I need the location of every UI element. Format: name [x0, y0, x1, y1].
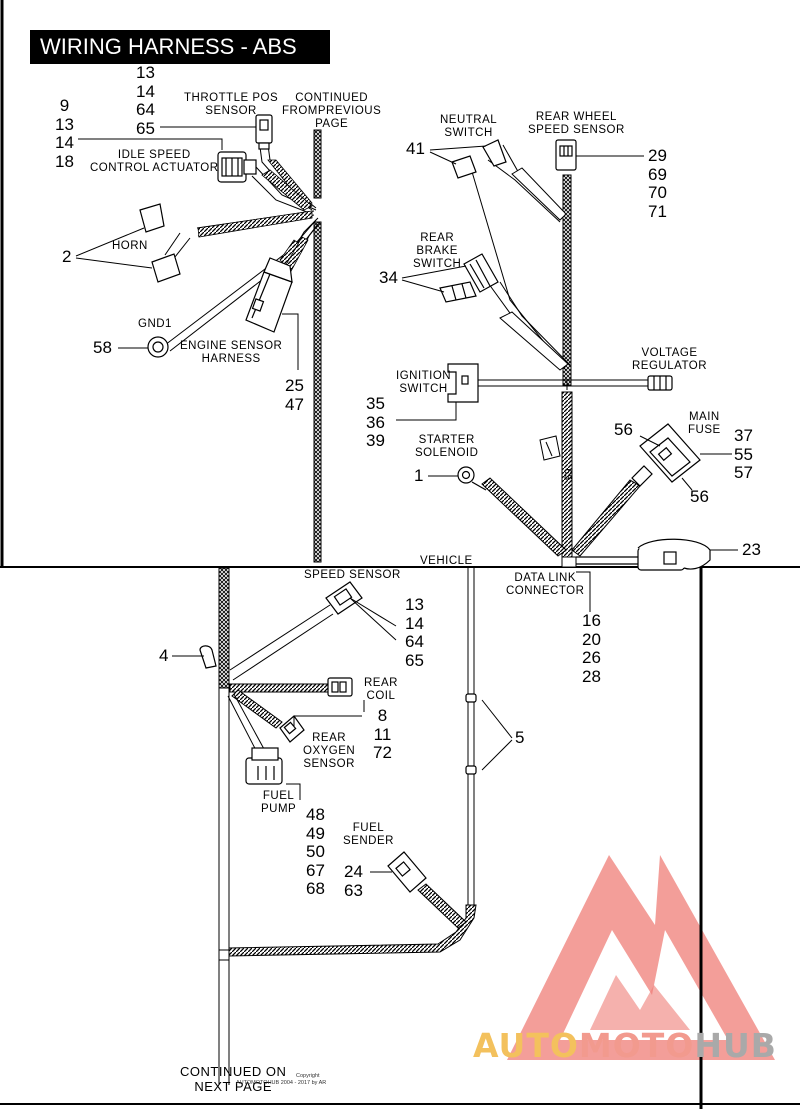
gnd-ring-terminal — [147, 336, 169, 358]
data-link-label: DATA LINK CONNECTOR — [506, 572, 585, 597]
horn-wire-hatch — [197, 210, 313, 238]
brake-branch-tube — [499, 311, 569, 371]
main-fuse-wire-hatch — [571, 479, 641, 557]
rear-coil-wire-hatch — [229, 683, 331, 693]
vehicle-clip-lower — [465, 765, 477, 775]
engine-sensor-label: ENGINE SENSOR HARNESS — [180, 340, 283, 365]
fuel-sender-lead-hatch — [417, 883, 467, 929]
rear-coil-connector — [327, 677, 353, 697]
neutral-switch-label: NEUTRAL SWITCH — [440, 114, 498, 139]
rear-o2-wire-hatch — [231, 689, 283, 729]
speed-sensor-branch — [229, 604, 334, 681]
rear-brake-callout: 34 — [379, 268, 398, 287]
horn-terminals — [139, 203, 181, 283]
starter-wire-hatch — [481, 477, 567, 557]
trunk-clip — [539, 435, 561, 461]
idle-wire-hatch — [261, 169, 313, 211]
fuel-pump-label: FUEL PUMP — [261, 790, 297, 815]
horn-callout: 2 — [62, 247, 72, 266]
idle-actuator-label: IDLE SPEED CONTROL ACTUATOR — [90, 149, 219, 174]
neutral-callout: 41 — [406, 139, 425, 158]
copyright-line-2: AUTOMOTOHUB 2004 - 2017 by AR — [236, 1080, 327, 1086]
gnd-callout: 58 — [93, 338, 112, 357]
main-trunk-upper — [313, 129, 322, 199]
fuel-sender-connector — [387, 851, 427, 893]
rear-coil-label: REAR COIL — [364, 677, 398, 702]
leader-lines-right — [396, 145, 738, 612]
rear-brake-connectors — [439, 253, 499, 303]
continued-next-label: CONTINUED ON NEXT PAGE — [180, 1064, 287, 1094]
rear-o2-connector — [279, 715, 305, 743]
starter-callout: 1 — [414, 466, 424, 485]
data-link-connector-callout: 23 — [742, 540, 761, 559]
idle-actuator-connector — [217, 151, 257, 183]
leader-lines-bottom — [172, 597, 513, 873]
neutral-branch-tube — [511, 167, 567, 221]
rear-wheel-speed-connector — [555, 139, 577, 171]
data-link-stub — [561, 556, 577, 568]
lower-trunk — [218, 567, 230, 689]
engine-sensor-connector — [245, 257, 293, 333]
fuel-sender-wire-hatch — [228, 904, 477, 957]
voltage-regulator-connector — [647, 375, 673, 391]
horn-label: HORN — [112, 240, 148, 252]
rear-o2-label: REAR OXYGEN SENSOR — [303, 732, 356, 770]
speed-sensor-connector — [325, 581, 363, 615]
clip-callout: 4 — [159, 646, 169, 665]
rear-brake-label: REAR BRAKE SWITCH — [413, 232, 462, 270]
fuel-sender-label: FUEL SENDER — [343, 822, 394, 847]
gnd1-label: GND1 — [138, 318, 172, 330]
throttle-sensor-label: THROTTLE POS SENSOR — [184, 92, 279, 117]
main-fuse-block — [631, 423, 701, 487]
data-link-connector — [576, 538, 711, 571]
lower-trunk-split — [218, 949, 230, 961]
vehicle-frame — [467, 568, 475, 905]
watermark-text: AUTOMOTOHUB — [473, 1026, 777, 1065]
harness-clip — [199, 645, 217, 669]
throttle-sensor-connector — [255, 114, 273, 150]
voltage-regulator-label: VOLTAGE REGULATOR — [632, 347, 708, 372]
starter-solenoid-terminal — [457, 466, 487, 491]
neutral-switch-terminals — [451, 139, 507, 179]
watermark-logo — [507, 855, 775, 1060]
main-fuse-label: MAIN FUSE — [688, 411, 721, 436]
speed-sensor-label: SPEED SENSOR — [304, 569, 401, 581]
title-bar: WIRING HARNESS - ABS — [30, 30, 330, 64]
fuse-callout-c: 56 — [690, 487, 709, 506]
leader-lines-left — [75, 126, 299, 370]
right-trunk — [562, 174, 572, 386]
rear-wheel-speed-label: REAR WHEEL SPEED SENSOR — [528, 111, 625, 136]
fuel-pump-connector — [245, 747, 283, 785]
vehicle-label: VEHICLE — [420, 555, 473, 567]
vehicle-clip-upper — [465, 693, 477, 703]
ignition-switch-connector — [447, 363, 479, 403]
fuse-callout-a: 56 — [614, 420, 633, 439]
main-trunk-lower — [313, 221, 322, 563]
starter-solenoid-label: STARTER SOLENOID — [415, 434, 479, 459]
copyright-line-1: Copyright — [296, 1073, 320, 1079]
vehicle-clips-callout: 5 — [515, 728, 525, 747]
page-title: WIRING HARNESS - ABS — [40, 34, 297, 59]
right-branches — [469, 144, 648, 390]
continued-prev-label: CONTINUED FROMPREVIOUS PAGE — [282, 92, 382, 130]
wire-mark-65: 65 — [561, 468, 573, 481]
ignition-switch-label: IGNITION SWITCH — [396, 370, 452, 395]
